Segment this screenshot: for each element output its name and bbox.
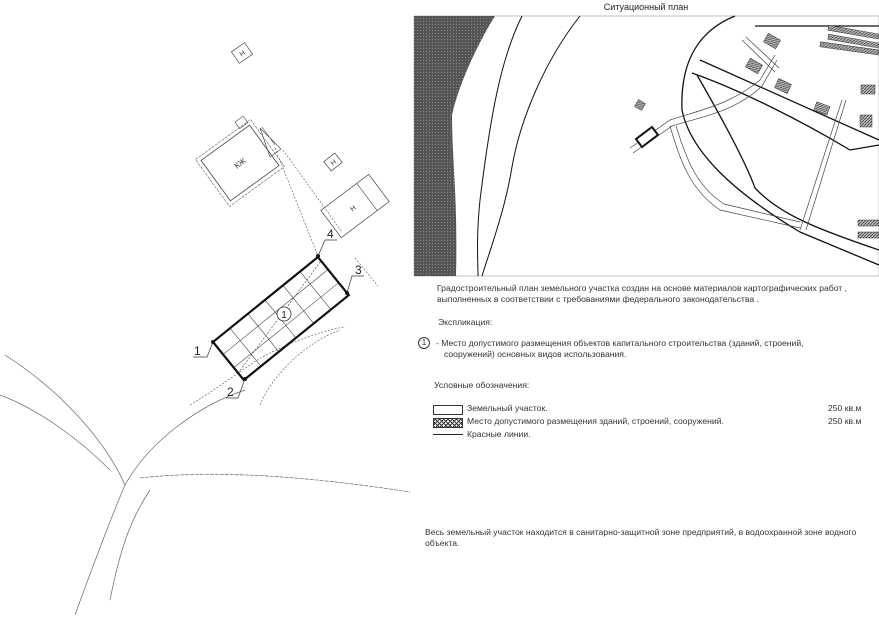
legend-label-red-lines: Красные линии. bbox=[467, 429, 531, 439]
legend-label-land-plot: Земельный участок. bbox=[467, 403, 548, 413]
building-n-top: Н bbox=[230, 42, 254, 64]
point-label-2: 2 bbox=[227, 385, 234, 399]
annex bbox=[259, 126, 282, 158]
building-kzh: КЖ bbox=[195, 115, 285, 207]
situation-plan-title: Ситуационный план bbox=[604, 2, 688, 12]
situation-map: Ситуационный план bbox=[413, 2, 879, 277]
legend-swatch-building-zone bbox=[433, 418, 463, 428]
explication-line-2: сооружений) основных видов использования… bbox=[444, 349, 627, 359]
river bbox=[414, 16, 495, 276]
svg-text:КЖ: КЖ bbox=[233, 156, 249, 171]
intro-line-1: Градостроительный план земельного участк… bbox=[437, 283, 847, 293]
building-n-large: Н bbox=[320, 173, 390, 239]
point-label-4: 4 bbox=[327, 227, 334, 241]
footer-line-1: Весь земельный участок находится в санит… bbox=[425, 527, 857, 537]
zone-marker-circle bbox=[276, 306, 292, 322]
legend-value-land-plot: 250 кв.м bbox=[828, 403, 862, 413]
legend-swatch-land-plot bbox=[433, 405, 463, 415]
legend-title: Условные обозначения: bbox=[434, 380, 530, 390]
footer-line-2: объекта. bbox=[425, 538, 460, 548]
map-buildings bbox=[634, 24, 879, 239]
road-lines bbox=[0, 354, 411, 616]
zone-marker-label: 1 bbox=[281, 310, 287, 321]
explication-marker: 1 bbox=[418, 337, 430, 349]
legend-swatch-red-lines bbox=[433, 434, 463, 435]
explication-line-1: - Место допустимого размещения объектов … bbox=[436, 338, 804, 348]
svg-text:Н: Н bbox=[349, 205, 357, 214]
svg-text:Н: Н bbox=[330, 159, 338, 168]
building-n-small: Н bbox=[323, 152, 343, 172]
svg-text:Н: Н bbox=[239, 50, 247, 59]
intro-line-2: выполненных в соответствии с требованиям… bbox=[437, 294, 759, 304]
site-plan: Н КЖ Н Н bbox=[0, 42, 411, 616]
legend-value-building-zone: 250 кв.м bbox=[828, 416, 862, 426]
road-dashed bbox=[189, 147, 379, 406]
explication-title: Экспликация: bbox=[438, 317, 493, 327]
target-plot-marker bbox=[634, 125, 660, 149]
legend-label-building-zone: Место допустимого размещения зданий, стр… bbox=[467, 416, 724, 426]
point-label-1: 1 bbox=[194, 344, 201, 358]
point-label-3: 3 bbox=[355, 263, 362, 277]
